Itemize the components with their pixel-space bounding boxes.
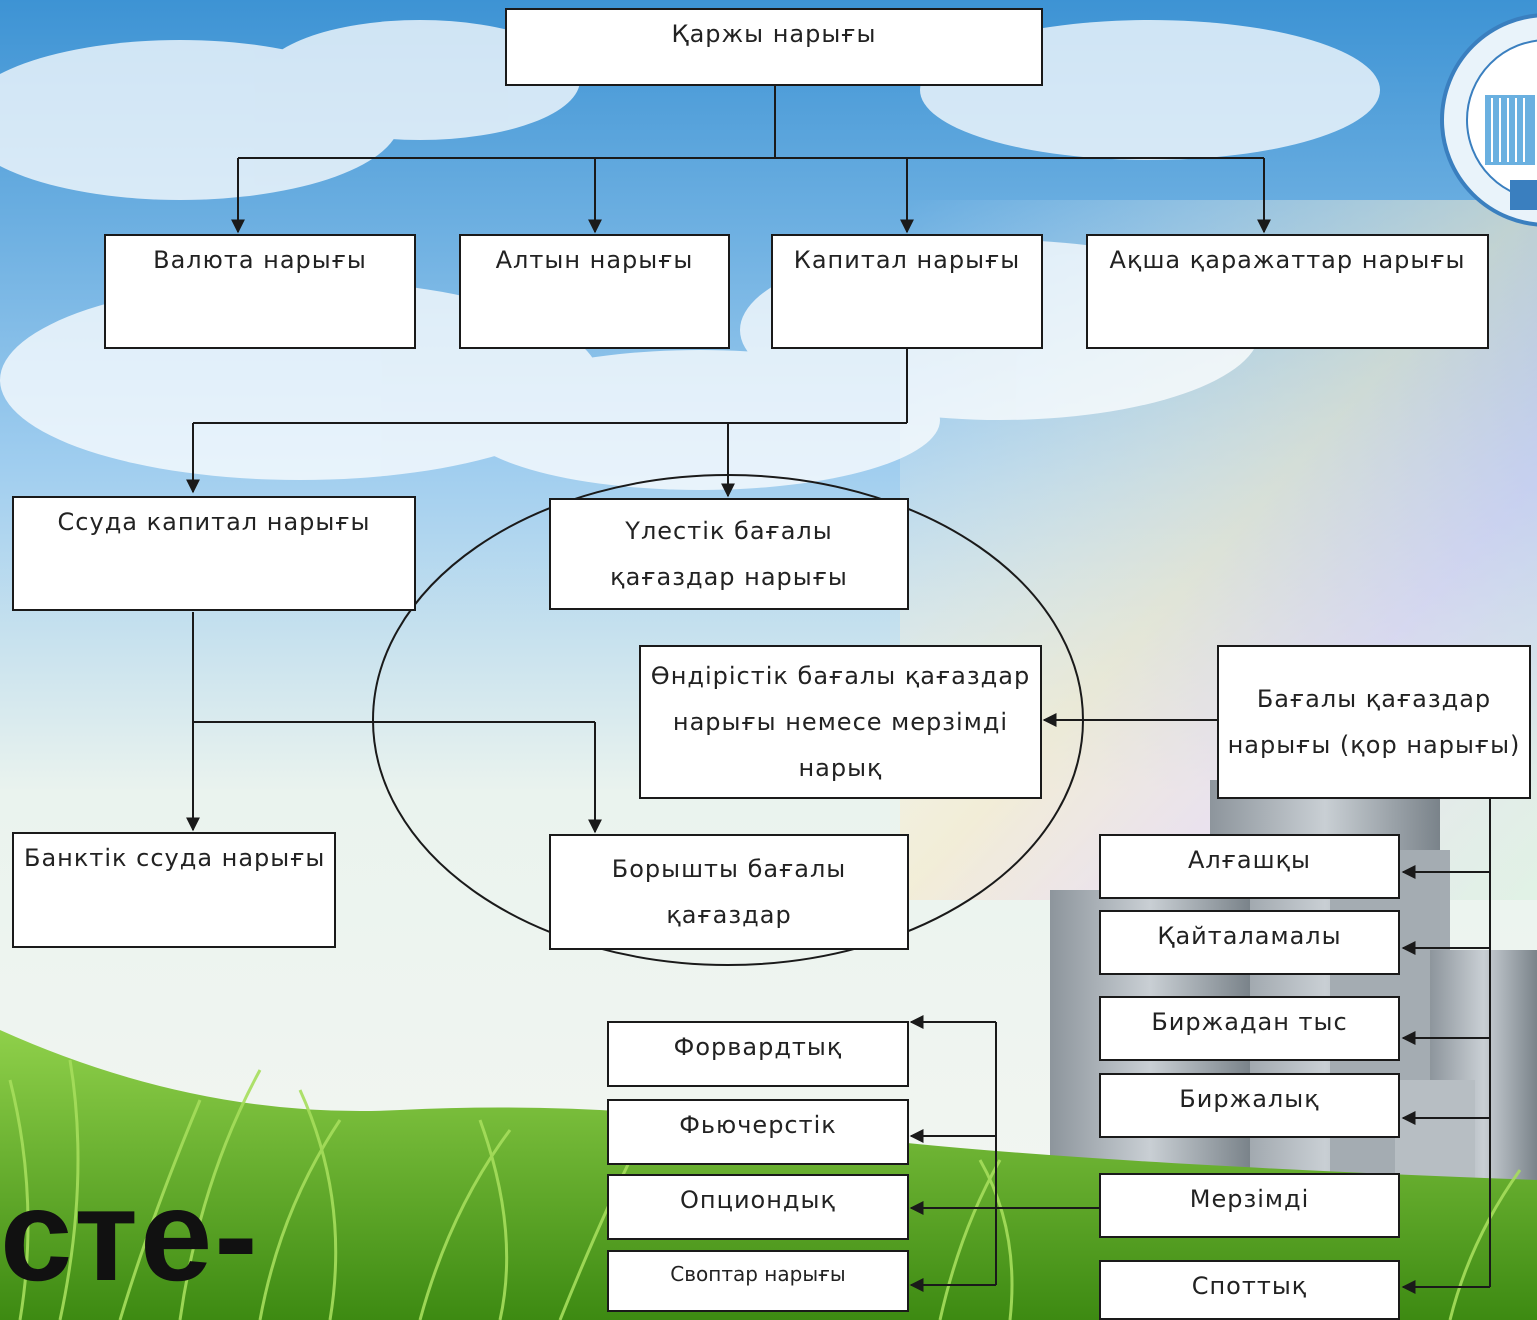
equity-line-1: Үлестік бағалы [625,517,833,545]
spot-market-box: Споттық [1099,1260,1400,1320]
derivatives-line-2: нарығы немесе мерзімді [672,708,1009,736]
capital-market-box: Капитал нарығы [771,234,1043,349]
debt-line-2: қағаздар [666,901,792,929]
derivatives-market-box: Өндірістік бағалы қағаздар нарығы немесе… [639,645,1042,799]
money-market-box: Ақша қаражаттар нарығы [1086,234,1489,349]
securities-line-2: нарығы (қор нарығы) [1227,731,1521,759]
term-market-box: Мерзімді [1099,1173,1400,1238]
exchange-market-box: Биржалық [1099,1073,1400,1138]
options-market-box: Опциондық [607,1174,909,1240]
financial-market-box: Қаржы нарығы [505,8,1043,86]
slide-title-fragment: сте- [0,1162,260,1308]
loan-capital-market-box: Ссуда капитал нарығы [12,496,416,611]
gold-market-box: Алтын нарығы [459,234,730,349]
secondary-market-box: Қайталамалы [1099,910,1400,975]
currency-market-box: Валюта нарығы [104,234,416,349]
equity-securities-market-box: Үлестік бағалы қағаздар нарығы [549,498,909,610]
equity-line-2: қағаздар нарығы [610,563,848,591]
debt-securities-box: Борышты бағалы қағаздар [549,834,909,950]
primary-market-box: Алғашқы [1099,834,1400,899]
bank-loan-market-box: Банктік ссуда нарығы [12,832,336,948]
swaps-market-box: Своптар нарығы [607,1250,909,1312]
futures-market-box: Фьючерстік [607,1099,909,1165]
university-seal-logo [1440,13,1537,227]
securities-market-box: Бағалы қағаздар нарығы (қор нарығы) [1217,645,1531,799]
derivatives-line-3: нарық [798,754,883,782]
derivatives-line-1: Өндірістік бағалы қағаздар [650,662,1031,690]
securities-line-1: Бағалы қағаздар [1256,685,1492,713]
debt-line-1: Борышты бағалы [611,855,847,883]
forward-market-box: Форвардтық [607,1021,909,1087]
otc-market-box: Биржадан тыс [1099,996,1400,1061]
